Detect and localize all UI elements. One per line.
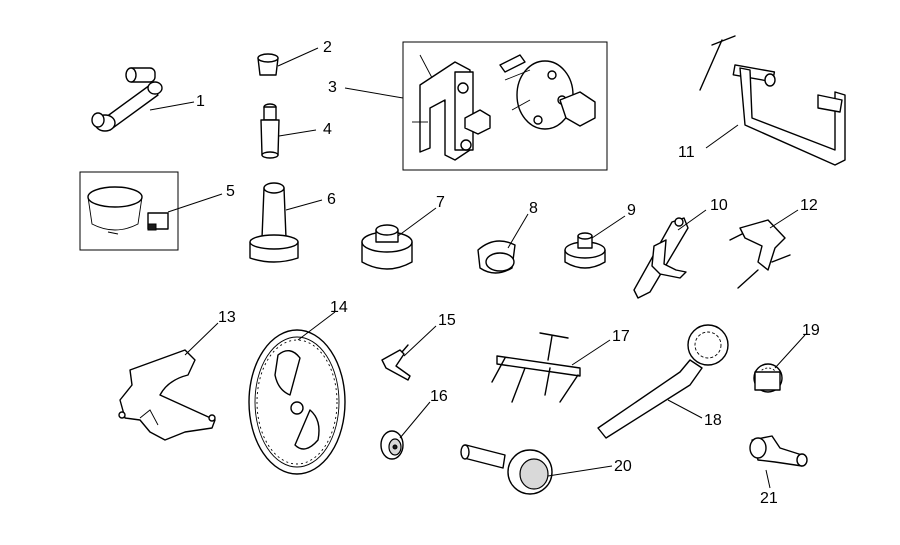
part-15-angle <box>381 344 411 381</box>
callout-1: 1 <box>196 93 205 110</box>
part-4-mandrel <box>260 103 280 159</box>
part-19-gear <box>753 363 783 393</box>
part-5-ring <box>87 186 169 235</box>
part-10-sector <box>633 217 689 299</box>
part-20-bolt <box>460 444 553 495</box>
callout-20: 20 <box>614 458 632 475</box>
callout-11: 11 <box>678 144 695 161</box>
part-21-bit <box>749 435 808 467</box>
part-16-flange <box>380 430 404 460</box>
callout-13: 13 <box>218 309 236 326</box>
callout-labels: 1 2 3 4 5 6 7 8 9 10 11 12 13 14 15 16 1… <box>196 39 820 507</box>
callout-6: 6 <box>327 191 336 208</box>
group-box-5 <box>79 171 179 251</box>
part-14-flywheel <box>248 329 346 475</box>
part-12-bracket <box>729 219 791 289</box>
part-13-plate <box>118 349 216 441</box>
callout-12: 12 <box>800 197 818 214</box>
callout-15: 15 <box>438 312 456 329</box>
callout-18: 18 <box>704 412 722 429</box>
callout-19: 19 <box>802 322 820 339</box>
callout-9: 9 <box>627 202 636 219</box>
callout-21: 21 <box>760 490 778 507</box>
part-9-spigot <box>564 232 606 269</box>
callout-5: 5 <box>226 183 235 200</box>
part-3-puller <box>412 54 596 161</box>
callout-17: 17 <box>612 328 630 345</box>
part-6-drift <box>249 182 299 263</box>
part-8-cap <box>477 240 516 274</box>
part-18-spanner <box>597 324 729 439</box>
part-17-fixture <box>491 332 581 403</box>
callout-7: 7 <box>436 194 445 211</box>
callout-10: 10 <box>710 197 728 214</box>
leader-lines <box>149 47 806 489</box>
callout-14: 14 <box>330 299 348 316</box>
group-box-3 <box>402 41 608 171</box>
part-1-crank <box>91 67 163 132</box>
part-11-cframe <box>699 35 846 166</box>
callout-2: 2 <box>323 39 332 56</box>
callout-16: 16 <box>430 388 448 405</box>
callout-4: 4 <box>323 121 332 138</box>
part-2-sleeve <box>257 53 279 76</box>
callout-8: 8 <box>529 200 538 217</box>
part-7-nut <box>361 224 413 270</box>
callout-3: 3 <box>328 79 337 96</box>
